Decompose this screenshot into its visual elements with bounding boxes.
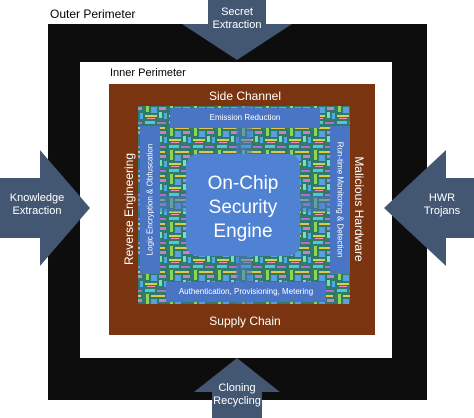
logic-encryption-bar [140, 126, 160, 274]
supply-chain-label: Supply Chain [209, 314, 281, 328]
emission-reduction-text: Emission Reduction [209, 113, 281, 122]
right-threat-arrow [384, 150, 474, 266]
left-threat-arrow [0, 150, 90, 266]
inner-perimeter-label: Inner Perimeter [110, 67, 186, 79]
authentication-text: Authentication, Provisioning, Metering [178, 287, 314, 296]
security-engine-box [186, 154, 300, 256]
top-threat-arrow [182, 0, 292, 60]
emission-reduction-bar [170, 108, 320, 128]
side-channel-label: Side Channel [208, 89, 282, 103]
runtime-monitoring-text: Run-time Monitoring & Detection [335, 141, 345, 258]
bottom-threat-arrow [194, 358, 280, 418]
reverse-engineering-label: Reverse Engineering [122, 152, 136, 266]
logic-encryption-text: Logic Encryption & Obfuscation [145, 143, 155, 256]
malicious-hardware-label: Malicious Hardware [352, 156, 366, 262]
runtime-monitoring-bar [330, 126, 350, 274]
authentication-bar [166, 282, 326, 302]
security-engine-title: On-Chip Security Engine [207, 173, 279, 242]
outer-perimeter-label: Outer Perimeter [50, 7, 136, 21]
